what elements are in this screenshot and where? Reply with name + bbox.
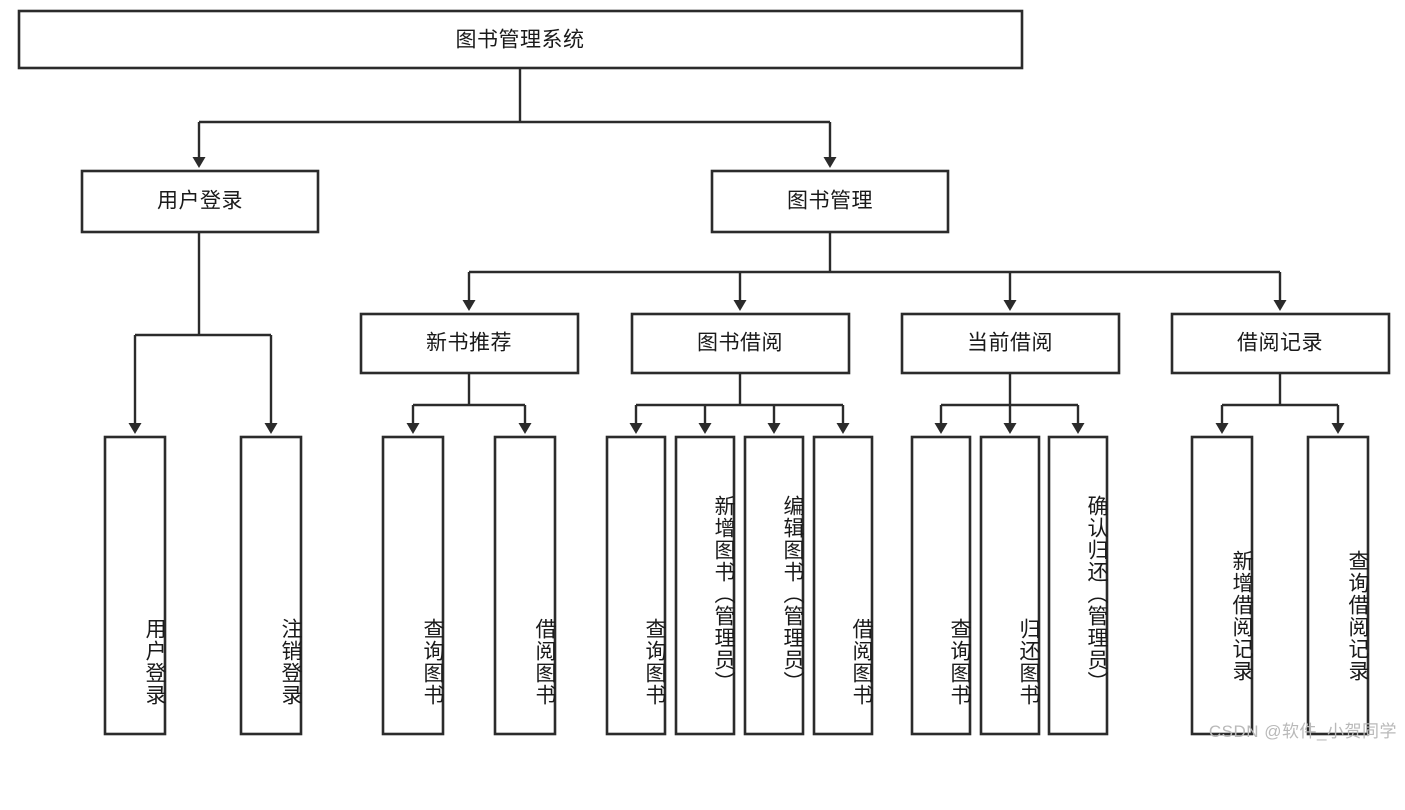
connector-group-root [192,68,837,168]
connector-group-borrow-record [1215,373,1345,434]
node-book-management-label: 图书管理 [787,190,873,213]
leaf-box-borrow-record-2[interactable] [1306,435,1370,736]
leaf-box-borrow-record-1[interactable] [1190,435,1254,736]
node-book-borrow[interactable]: 图书借阅 [630,312,851,375]
flowchart-canvas: 图书管理系统 用户登录 图书管理 新书推荐 图书借阅 当前借阅 借阅记录 [17,9,1397,741]
node-book-management[interactable]: 图书管理 [710,169,950,234]
node-new-book-recommend-box[interactable] [359,312,580,375]
leaf-box-user-login-2[interactable] [239,435,303,736]
connector-group-book-mgmt [462,232,1287,311]
node-root-box[interactable] [17,9,1024,70]
node-borrow-record-label: 借阅记录 [1237,332,1323,355]
node-book-management-box[interactable] [710,169,950,234]
node-new-book-recommend-label: 新书推荐 [426,332,512,355]
leaf-box-current-borrow-1[interactable] [910,435,972,736]
leaf-box-user-login-1[interactable] [103,435,167,736]
node-borrow-record-box[interactable] [1170,312,1391,375]
csdn-watermark: CSDN @软件_小贺同学 [1208,722,1397,741]
node-current-borrow-label: 当前借阅 [967,332,1053,355]
node-book-borrow-box[interactable] [630,312,851,375]
node-user-login-box[interactable] [80,169,320,234]
node-book-borrow-label: 图书借阅 [697,332,783,355]
node-user-login-label: 用户登录 [157,190,243,213]
leaf-box-book-borrow-3[interactable] [743,435,805,736]
leaf-box-new-book-2[interactable] [493,435,557,736]
node-new-book-recommend[interactable]: 新书推荐 [359,312,580,375]
leaf-box-new-book-1[interactable] [381,435,445,736]
leaf-box-current-borrow-2[interactable] [979,435,1041,736]
connector-group-book-borrow [629,373,850,434]
node-current-borrow-box[interactable] [900,312,1121,375]
node-user-login[interactable]: 用户登录 [80,169,320,234]
connector-group-new-book [406,373,532,434]
leaf-box-book-borrow-4[interactable] [812,435,874,736]
connector-group-user-login [128,232,278,434]
node-borrow-record[interactable]: 借阅记录 [1170,312,1391,375]
connector-group-current-borrow [934,373,1085,434]
node-current-borrow[interactable]: 当前借阅 [900,312,1121,375]
leaf-box-book-borrow-2[interactable] [674,435,736,736]
node-root[interactable]: 图书管理系统 [17,9,1024,70]
leaf-box-current-borrow-3[interactable] [1047,435,1109,736]
node-root-label: 图书管理系统 [456,29,585,52]
leaf-box-book-borrow-1[interactable] [605,435,667,736]
flowchart-svg: 图书管理系统 用户登录 图书管理 新书推荐 图书借阅 当前借阅 借阅记录 [17,9,1391,736]
